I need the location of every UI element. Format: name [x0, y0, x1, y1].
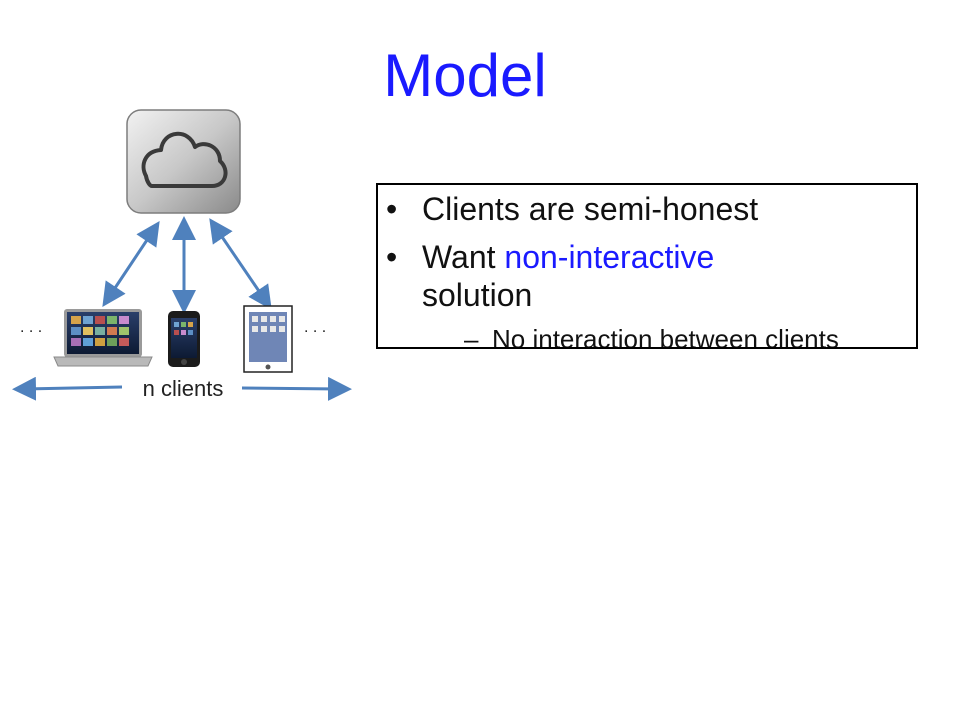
ellipsis-left: . . . — [20, 319, 42, 336]
ellipsis-right: . . . — [304, 319, 326, 336]
clients-arrow-left — [12, 376, 123, 401]
sub-bullet-no-interaction: – No interaction between clients — [464, 324, 839, 354]
cloud-icon — [126, 109, 241, 214]
clients-arrow-right — [241, 376, 352, 401]
bullet-text-accent: non-interactive — [504, 239, 715, 275]
laptop-icon — [53, 309, 153, 367]
slide-title: Model — [383, 42, 547, 109]
tablet-icon — [243, 305, 293, 373]
bullet-semi-honest: • Clients are semi-honest — [386, 191, 759, 227]
client-server-diagram: . . . . . . n clients — [12, 109, 352, 401]
bullet-text: Clients are semi-honest — [422, 191, 759, 227]
arrow-server-tablet — [209, 218, 272, 310]
sub-bullet-text: No interaction between clients — [492, 324, 839, 354]
bullet-text-prefix: Want — [422, 239, 505, 275]
phone-icon — [168, 311, 200, 367]
highlight-box — [376, 183, 918, 349]
clients-label: n clients — [143, 376, 224, 401]
bullet-text-suffix: solution — [422, 277, 533, 313]
bullet-list: • Clients are semi-honest • Want non-int… — [380, 190, 940, 354]
arrow-server-laptop — [102, 221, 160, 307]
